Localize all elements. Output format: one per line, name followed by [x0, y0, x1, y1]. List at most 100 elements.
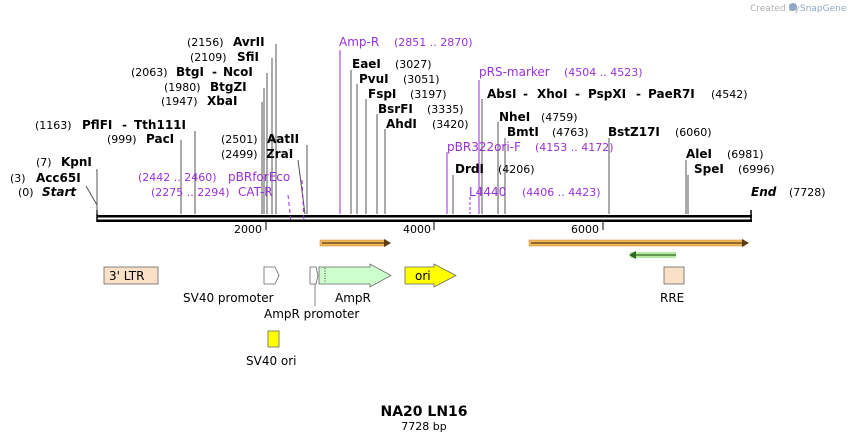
- tick-label-4000: 4000: [403, 223, 431, 236]
- enzyme-pos-drdi: (4206): [498, 163, 535, 176]
- enzyme-alei: AleI: [686, 147, 712, 161]
- feature-sv40-promoter-label: SV40 promoter: [183, 291, 274, 305]
- enzyme-acc65i: Acc65I: [36, 171, 81, 185]
- feature-ori-label: ori: [415, 269, 431, 283]
- primer-range-prs-marker: (4504 .. 4523): [564, 66, 643, 79]
- enzyme-paci: PacI: [146, 132, 174, 146]
- enzyme-absi: AbsI: [487, 87, 516, 101]
- enzyme-spei: SpeI: [694, 162, 724, 176]
- enzyme-ncoi: NcoI: [223, 65, 253, 79]
- credit-brand: SnapGene: [800, 4, 847, 14]
- feature-rre: [663, 266, 685, 285]
- svg-text:-: -: [575, 87, 580, 101]
- enzyme-pos-spei: (6996): [738, 163, 775, 176]
- enzyme-pos-btgi: (2063): [131, 66, 168, 79]
- enzyme-kpni: KpnI: [61, 155, 92, 169]
- primer-pbrforeco: pBRforEco: [228, 170, 290, 184]
- primer-leader-lines: [287, 50, 480, 223]
- enzyme-pos-bsrfi: (3335): [427, 103, 464, 116]
- feature-ampr-promoter-label: AmpR promoter: [264, 307, 359, 321]
- primer-range-cat-r: (2275 .. 2294): [151, 186, 230, 199]
- svg-text:-: -: [122, 118, 127, 132]
- feature-ampr-label: AmpR: [335, 291, 371, 305]
- enzyme-pos-zrai: (2499): [221, 148, 258, 161]
- primer-amp-r: Amp-R: [339, 35, 379, 49]
- enzyme-pos-kpni: (7): [36, 156, 52, 169]
- enzyme-pos-paer7i: (4542): [711, 88, 748, 101]
- enzyme-pos-btgzi: (1980): [164, 81, 201, 94]
- svg-text:-: -: [523, 87, 528, 101]
- orf-arrow-2: [528, 239, 749, 247]
- enzyme-pos-fspi: (3197): [410, 88, 447, 101]
- enzyme-pspxi: PspXI: [588, 87, 626, 101]
- enzyme-nhei: NheI: [499, 110, 530, 124]
- enzyme-sfii: SfiI: [237, 50, 259, 64]
- enzyme-pos-aatii: (2501): [221, 133, 258, 146]
- map-title: NA20 LN16: [380, 404, 467, 420]
- end-pos: (7728): [789, 186, 826, 199]
- enzyme-eaei: EaeI: [352, 57, 381, 71]
- feature-rre-label: RRE: [660, 291, 684, 305]
- enzyme-pflfi: PflFI: [82, 118, 112, 132]
- enzyme-pos-paci: (999): [107, 133, 137, 146]
- enzyme-pos-pvui: (3051): [403, 73, 440, 86]
- feature-ltr-label: 3' LTR: [109, 269, 144, 283]
- enzyme-zrai: ZraI: [266, 147, 293, 161]
- enzyme-bstz17i: BstZ17I: [608, 125, 660, 139]
- enzyme-tth111i: Tth111I: [134, 118, 186, 132]
- enzyme-xhoi: XhoI: [537, 87, 568, 101]
- enzyme-pos-avrii: (2156): [187, 36, 224, 49]
- enzyme-fspi: FspI: [368, 87, 396, 101]
- feature-ori: [404, 263, 457, 288]
- svg-text:-: -: [212, 65, 217, 79]
- enzyme-pos-ahdi: (3420): [432, 118, 469, 131]
- feature-sv40-ori-label: SV40 ori: [246, 354, 297, 368]
- enzyme-pos-acc65i: (3): [10, 172, 26, 185]
- enzyme-pos-bmti: (4763): [552, 126, 589, 139]
- feature-ltr: [103, 266, 159, 285]
- map-length: 7728 bp: [401, 420, 446, 433]
- orf-arrow-reverse: [629, 251, 676, 259]
- tick-label-2000: 2000: [234, 223, 262, 236]
- enzyme-pos-xbai: (1947): [161, 95, 198, 108]
- orf-arrow-1: [319, 239, 391, 247]
- primer-l4440: L4440: [469, 185, 506, 199]
- feature-ampr: [318, 263, 392, 288]
- end-label: End: [751, 185, 777, 199]
- snapgene-logo-icon: [789, 3, 797, 11]
- scale-ticks: 2000 4000 6000: [234, 222, 604, 236]
- enzyme-xbai: XbaI: [207, 94, 237, 108]
- enzyme-btgi: BtgI: [176, 65, 204, 79]
- enzyme-aatii: AatII: [267, 132, 299, 146]
- feature-sv40-ori: [267, 330, 280, 348]
- feature-sv40-promoter: [263, 266, 280, 285]
- primer-range-pbrforeco: (2442 .. 2460): [138, 171, 217, 184]
- primer-range-pbr322ori-f: (4153 .. 4172): [535, 141, 614, 154]
- credit-prefix: Created by: [750, 4, 800, 14]
- enzyme-pos-nhei: (4759): [541, 111, 578, 124]
- enzyme-paer7i: PaeR7I: [648, 87, 695, 101]
- enzyme-drdi: DrdI: [455, 162, 484, 176]
- enzyme-pvui: PvuI: [359, 72, 389, 86]
- enzyme-pos-bstz17i: (6060): [675, 126, 712, 139]
- enzyme-bsrfi: BsrFI: [378, 102, 413, 116]
- enzyme-pos-sfii: (2109): [190, 51, 227, 64]
- svg-text:-: -: [636, 87, 641, 101]
- tick-label-6000: 6000: [571, 223, 599, 236]
- feature-ampr-promoter: [309, 266, 319, 285]
- enzyme-leader-lines: [85, 44, 689, 215]
- enzyme-bmti: BmtI: [507, 125, 539, 139]
- enzyme-pos-alei: (6981): [727, 148, 764, 161]
- start-pos: (0): [18, 186, 34, 199]
- enzyme-pos-eaei: (3027): [395, 58, 432, 71]
- start-label: Start: [42, 185, 77, 199]
- enzyme-btgzi: BtgZI: [210, 80, 247, 94]
- enzyme-ahdi: AhdI: [386, 117, 417, 131]
- enzyme-avrii: AvrII: [233, 35, 265, 49]
- enzyme-pos-pflfi: (1163): [35, 119, 72, 132]
- primer-cat-r: CAT-R: [238, 185, 273, 199]
- primer-range-l4440: (4406 .. 4423): [522, 186, 601, 199]
- primer-range-amp-r: (2851 .. 2870): [394, 36, 473, 49]
- primer-pbr322ori-f: pBR322ori-F: [447, 140, 521, 154]
